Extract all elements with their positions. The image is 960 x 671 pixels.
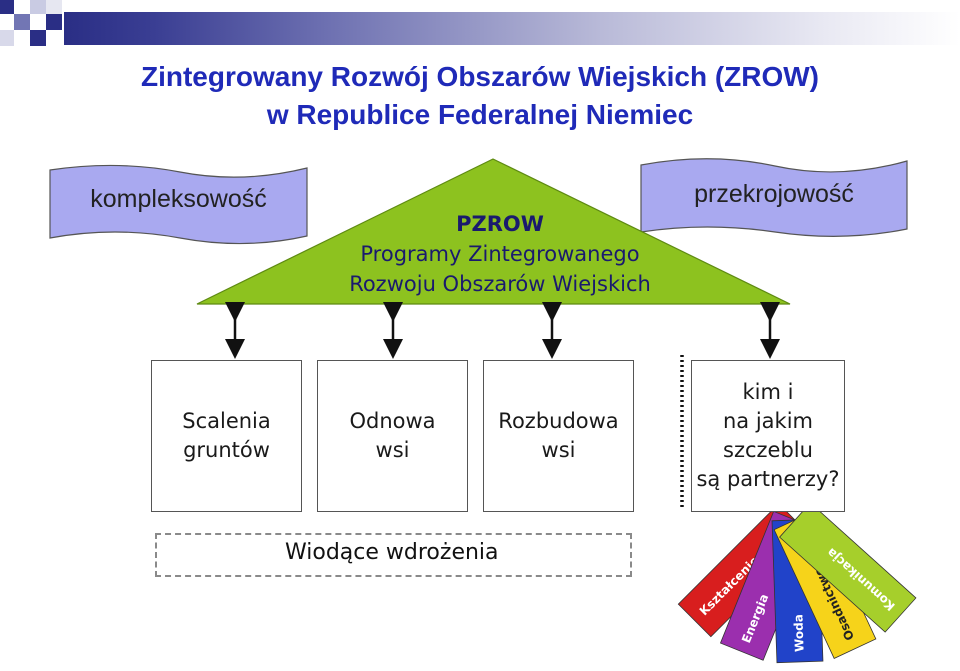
box-label: kim i na jakim szczeblu są partnerzy? bbox=[696, 380, 840, 491]
box-odnowa: Odnowa wsi bbox=[317, 360, 468, 512]
triangle-heading: PZROW bbox=[456, 212, 544, 236]
box-rozbudowa: Rozbudowa wsi bbox=[483, 360, 634, 512]
page-title-line1: Zintegrowany Rozwój Obszarów Wiejskich (… bbox=[140, 61, 819, 92]
right-tab-shape bbox=[640, 158, 908, 237]
connector-arrows bbox=[225, 302, 780, 359]
fan-card-label: Woda bbox=[791, 614, 806, 652]
left-tab-label: kompleksowość bbox=[90, 185, 267, 213]
header-square bbox=[0, 0, 14, 14]
header-gradient-bar bbox=[64, 12, 960, 45]
triangle-line2: Rozwoju Obszarów Wiejskich bbox=[349, 272, 651, 296]
fan-card-body bbox=[779, 502, 917, 633]
header-square bbox=[30, 0, 46, 14]
triangle-shape bbox=[196, 158, 791, 305]
leading-implementations-label: Wiodące wdrożenia bbox=[285, 540, 499, 565]
header-square bbox=[30, 30, 46, 46]
box-label: Scalenia gruntów bbox=[182, 409, 271, 462]
page-title-line2: w Republice Federalnej Niemiec bbox=[266, 99, 694, 130]
box-partnerzy: kim i na jakim szczeblu są partnerzy? bbox=[691, 360, 845, 512]
triangle-line1: Programy Zintegrowanego bbox=[360, 242, 640, 266]
header-square bbox=[14, 14, 30, 30]
box-label: Odnowa wsi bbox=[349, 409, 436, 462]
box-label: Rozbudowa wsi bbox=[498, 409, 619, 462]
header-square bbox=[46, 14, 62, 30]
right-tab-label: przekrojowość bbox=[694, 180, 854, 208]
left-tab-shape bbox=[49, 164, 308, 245]
header-square bbox=[46, 0, 62, 14]
box-scalenia: Scalenia gruntów bbox=[151, 360, 302, 512]
header-square bbox=[0, 30, 14, 46]
leading-implementations-frame bbox=[155, 533, 632, 577]
